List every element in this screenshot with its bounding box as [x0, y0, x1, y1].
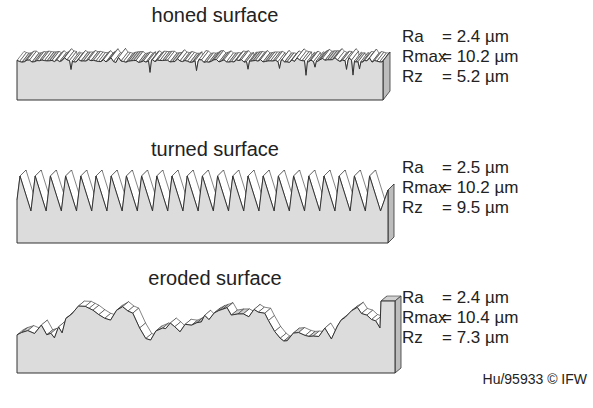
- surface-title: turned surface: [151, 137, 279, 161]
- parameter-name: Ra: [402, 158, 424, 178]
- side-face: [383, 52, 390, 100]
- parameter-name: Rmax: [402, 178, 446, 198]
- parameter-name: Ra: [402, 27, 424, 47]
- parameter-name: Rmax: [402, 47, 446, 67]
- surface-title: eroded surface: [148, 266, 281, 290]
- turned-surface-profile: [17, 170, 394, 243]
- parameter-value: = 10.4 µm: [442, 308, 518, 328]
- parameter-value: = 2.4 µm: [442, 288, 509, 308]
- front-face: [17, 301, 395, 373]
- parameter-name: Rz: [402, 198, 423, 218]
- parameter-value: = 2.5 µm: [442, 158, 509, 178]
- parameter-value: = 10.2 µm: [442, 178, 518, 198]
- parameter-value: = 5.2 µm: [442, 67, 509, 87]
- parameter-name: Rz: [402, 328, 423, 348]
- side-face: [388, 184, 394, 243]
- parameter-value: = 2.4 µm: [442, 27, 509, 47]
- copyright-note: Hu/95933 © IFW: [483, 371, 587, 388]
- surface-title: honed surface: [152, 3, 279, 27]
- parameter-name: Rz: [402, 67, 423, 87]
- front-face: [17, 57, 383, 100]
- parameter-value: = 10.2 µm: [442, 47, 518, 67]
- front-face: [17, 176, 388, 243]
- parameter-value: = 9.5 µm: [442, 198, 509, 218]
- eroded-surface-profile: [17, 296, 401, 373]
- parameter-name: Ra: [402, 288, 424, 308]
- parameter-value: = 7.3 µm: [442, 328, 509, 348]
- side-face: [395, 296, 401, 373]
- honed-surface-profile: [17, 48, 390, 100]
- parameter-name: Rmax: [402, 308, 446, 328]
